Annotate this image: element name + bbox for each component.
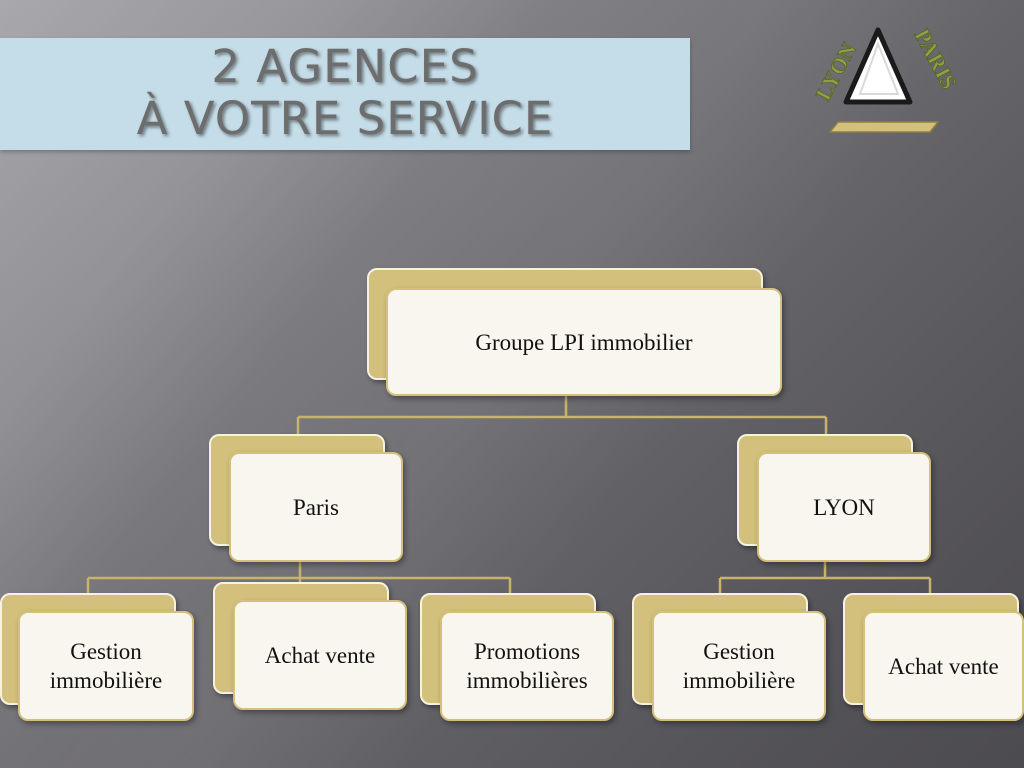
org-node-paris-promotions-label: Promotions immobilières	[466, 639, 588, 693]
title-band: 2 AGENCES À VOTRE SERVICE	[0, 38, 690, 150]
org-node-paris-gestion-label: Gestion immobilière	[49, 639, 163, 693]
org-node-paris: Paris	[209, 434, 407, 566]
logo-base-icon	[828, 121, 940, 133]
org-node-lyon-gestion: Gestion immobilière	[632, 593, 830, 725]
slide-title-line-2: À VOTRE SERVICE	[136, 92, 554, 145]
connector-root-to-branches	[296, 396, 828, 436]
org-node-lyon-achat-label: Achat vente	[888, 653, 999, 679]
org-node-paris-achat-label: Achat vente	[264, 642, 376, 668]
slide-title-line-1: 2 AGENCES	[211, 40, 479, 93]
org-node-lyon-label: LYON	[813, 494, 875, 520]
org-node-lyon-achat: Achat vente	[843, 593, 1024, 725]
org-node-root: Groupe LPI immobilier	[367, 268, 785, 400]
org-node-paris-promotions: Promotions immobilières	[420, 593, 618, 725]
org-node-lyon: LYON	[737, 434, 935, 566]
org-node-root-label: Groupe LPI immobilier	[475, 329, 693, 355]
org-node-paris-gestion: Gestion immobilière	[0, 593, 196, 725]
connector-lyon-to-children	[718, 561, 932, 596]
org-node-lyon-gestion-label: Gestion immobilière	[682, 639, 796, 693]
org-node-paris-label: Paris	[293, 494, 339, 520]
org-node-paris-achat: Achat vente	[213, 582, 411, 714]
connector-paris-to-children	[86, 561, 512, 596]
lyon-paris-logo: LYON PARIS	[810, 24, 958, 133]
